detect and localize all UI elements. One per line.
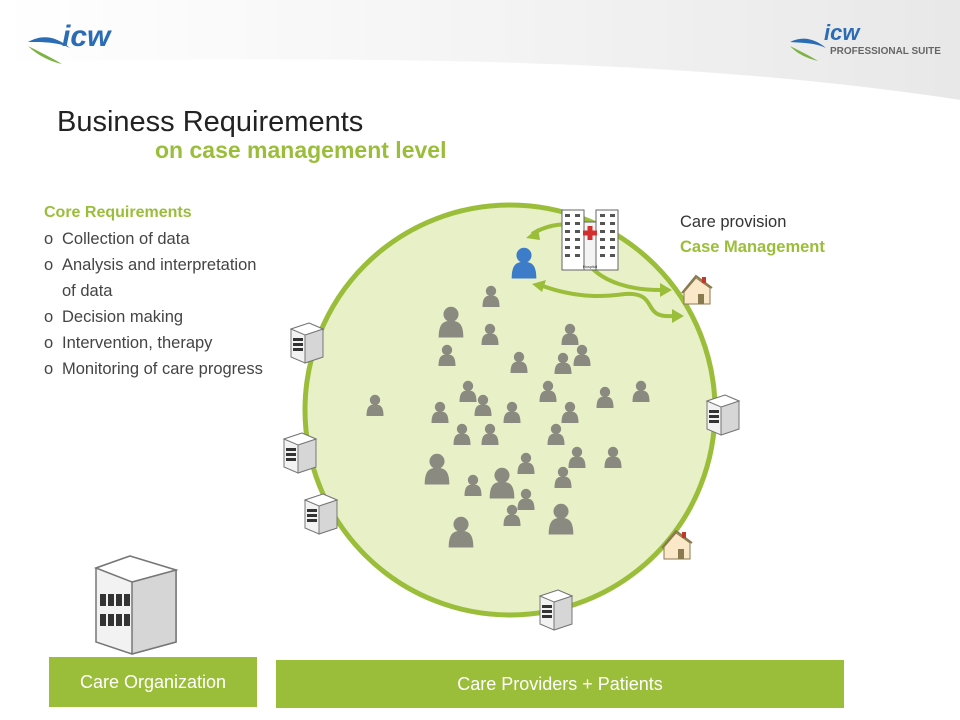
clinic-building-icon xyxy=(290,322,324,364)
clinic-building-icon xyxy=(539,589,573,631)
page-title: Business Requirements xyxy=(57,106,364,138)
case-management-label: Case Management xyxy=(680,238,825,256)
clinic-building-icon xyxy=(706,394,740,436)
bullet-marker: o xyxy=(44,360,54,378)
requirements-heading: Core Requirements xyxy=(44,204,192,221)
list-item: o Monitoring of care progress xyxy=(44,356,274,382)
icw-logo[interactable]: icw xyxy=(22,12,132,72)
hospital-icon: Hospital xyxy=(561,209,619,271)
house-icon xyxy=(681,275,713,305)
care-provision-label: Care provision xyxy=(680,213,787,231)
list-item: o Intervention, therapy xyxy=(44,330,274,356)
header-band xyxy=(0,0,960,100)
logo-left-text: icw xyxy=(62,20,112,53)
bullet-marker: o xyxy=(44,334,54,352)
page-subtitle: on case management level xyxy=(155,137,447,163)
care-providers-patients-button[interactable]: Care Providers + Patients xyxy=(276,660,844,708)
list-item-text: Intervention, therapy xyxy=(62,334,213,352)
logo-right-brand: icw xyxy=(824,20,861,45)
list-item-text: Monitoring of care progress xyxy=(62,360,263,378)
list-item-text: Collection of data xyxy=(62,230,190,248)
list-item: o Collection of data xyxy=(44,226,274,252)
bullet-marker: o xyxy=(44,256,54,274)
care-organization-building-icon xyxy=(93,555,179,655)
logo-right-suffix: PROFESSIONAL SUITE xyxy=(830,46,941,57)
list-item-text: Analysis and interpretation of data xyxy=(62,256,257,300)
hospital-sign-text: Hospital xyxy=(583,264,598,269)
list-item: o Decision making xyxy=(44,304,274,330)
list-item-text: Decision making xyxy=(62,308,184,326)
bullet-marker: o xyxy=(44,230,54,248)
list-item: o Analysis and interpretation of data xyxy=(44,252,274,304)
bullet-marker: o xyxy=(44,308,54,326)
clinic-building-icon xyxy=(304,493,338,535)
arrow-icon xyxy=(526,228,684,323)
care-organization-button[interactable]: Care Organization xyxy=(49,657,257,707)
clinic-building-icon xyxy=(283,432,317,474)
icw-professional-suite-logo[interactable]: icw PROFESSIONAL SUITE xyxy=(786,18,946,70)
